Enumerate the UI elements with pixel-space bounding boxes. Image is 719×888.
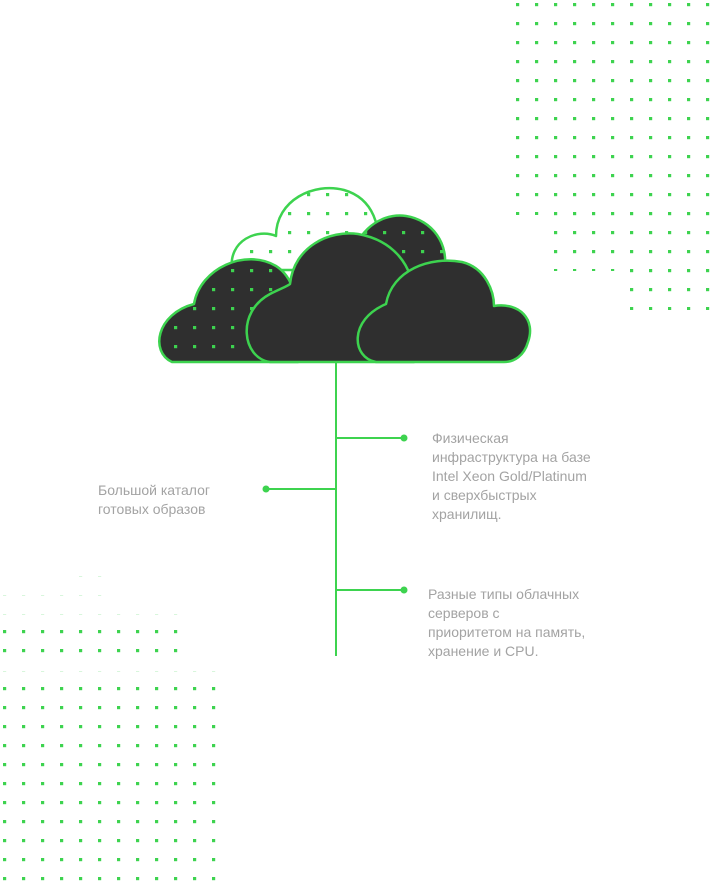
dot-grid-bottom-left: [0, 576, 220, 888]
connector-lines: [266, 362, 404, 656]
feature-server-types-text: Разные типы облачных серверов с приорите…: [428, 586, 586, 659]
cloud-cluster-icon: [158, 186, 532, 364]
dot-markers: [262, 434, 408, 594]
dot-marker-icon: [400, 586, 408, 594]
dot-marker-icon: [262, 485, 270, 493]
feature-catalog-text: Большой каталог готовых образов: [98, 482, 211, 517]
feature-infrastructure-text: Физическая инфраструктура на базе Intel …: [432, 430, 591, 522]
dot-marker-icon: [400, 434, 408, 442]
dot-grid-top-right: [505, 0, 719, 310]
cloud-front-dark: [356, 259, 532, 364]
